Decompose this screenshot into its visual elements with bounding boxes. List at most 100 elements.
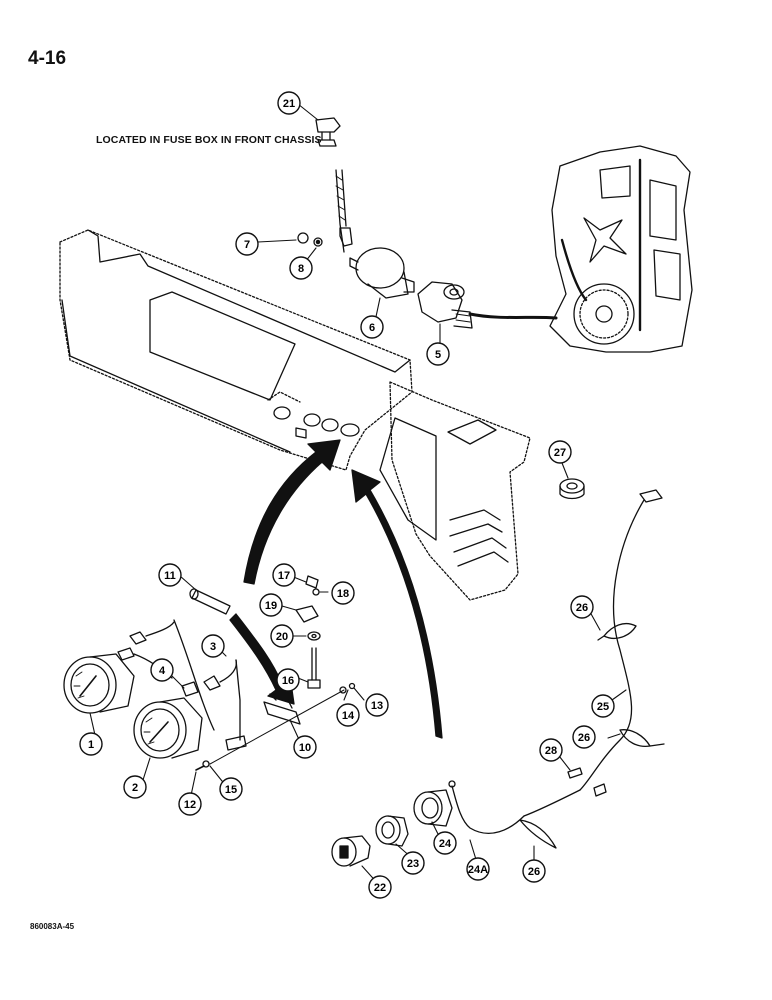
callout-circle bbox=[572, 725, 596, 749]
callout-circle bbox=[360, 315, 384, 339]
callout-number: 26 bbox=[576, 602, 588, 614]
callout-27: 27 bbox=[548, 440, 572, 464]
callout-circle bbox=[368, 875, 392, 899]
callout-15: 15 bbox=[219, 777, 243, 801]
callout-4: 4 bbox=[150, 658, 174, 682]
callout-25: 25 bbox=[591, 694, 615, 718]
callout-circle bbox=[150, 658, 174, 682]
callout-17: 17 bbox=[272, 563, 296, 587]
callout-number: 3 bbox=[210, 641, 216, 653]
callout-2: 2 bbox=[123, 775, 147, 799]
callout-circle bbox=[272, 563, 296, 587]
callout-19: 19 bbox=[259, 593, 283, 617]
callout-circle bbox=[591, 694, 615, 718]
clip-hardware bbox=[295, 575, 321, 689]
callout-circle bbox=[426, 342, 450, 366]
callout-circle bbox=[293, 735, 317, 759]
callout-number: 6 bbox=[369, 322, 375, 334]
callout-11: 11 bbox=[158, 563, 182, 587]
gauge-1 bbox=[63, 653, 135, 714]
cigar-lighter bbox=[331, 789, 453, 867]
callout-7: 7 bbox=[235, 232, 259, 256]
callout-20: 20 bbox=[270, 624, 294, 648]
callout-number: 14 bbox=[342, 710, 355, 722]
callout-number: 7 bbox=[244, 239, 250, 251]
callout-number: 21 bbox=[283, 98, 295, 110]
callout-number: 23 bbox=[407, 858, 419, 870]
grommet bbox=[559, 478, 585, 500]
callout-number: 24A bbox=[468, 864, 488, 876]
callout-number: 15 bbox=[225, 784, 237, 796]
callout-1: 1 bbox=[79, 732, 103, 756]
callout-14: 14 bbox=[336, 703, 360, 727]
callout-24: 24 bbox=[433, 831, 457, 855]
callout-circle bbox=[331, 581, 355, 605]
callout-circle bbox=[270, 624, 294, 648]
callout-circle bbox=[259, 593, 283, 617]
callout-circle bbox=[365, 693, 389, 717]
fuse-location-note: LOCATED IN FUSE BOX IN FRONT CHASSIS bbox=[96, 134, 322, 146]
callout-23: 23 bbox=[401, 851, 425, 875]
callout-circle bbox=[289, 256, 313, 280]
lamp-lens-tube bbox=[189, 588, 231, 615]
callout-circle bbox=[219, 777, 243, 801]
fuse-part bbox=[315, 117, 341, 147]
callout-13: 13 bbox=[365, 693, 389, 717]
callout-number: 26 bbox=[578, 732, 590, 744]
callout-number: 11 bbox=[164, 570, 176, 582]
callout-circle bbox=[401, 851, 425, 875]
mounting-bracket bbox=[195, 682, 356, 771]
callout-24a: 24A bbox=[466, 857, 490, 881]
callout-circle bbox=[276, 668, 300, 692]
tee-fitting bbox=[417, 281, 558, 329]
callout-circle bbox=[79, 732, 103, 756]
callout-12: 12 bbox=[178, 792, 202, 816]
gauge-2 bbox=[133, 697, 203, 759]
callout-number: 2 bbox=[132, 782, 138, 794]
callout-26: 26 bbox=[572, 725, 596, 749]
callout-number: 17 bbox=[278, 570, 290, 582]
callout-5: 5 bbox=[426, 342, 450, 366]
bulb-sockets-and-wires bbox=[117, 619, 247, 751]
callout-number: 5 bbox=[435, 349, 441, 361]
callout-28: 28 bbox=[539, 738, 563, 762]
callout-number: 22 bbox=[374, 882, 386, 894]
wiring-harness bbox=[448, 489, 665, 849]
callout-number: 4 bbox=[159, 665, 166, 677]
callout-22: 22 bbox=[368, 875, 392, 899]
callout-18: 18 bbox=[331, 581, 355, 605]
callout-number: 27 bbox=[554, 447, 566, 459]
callout-number: 20 bbox=[276, 631, 288, 643]
callout-16: 16 bbox=[276, 668, 300, 692]
callout-number: 1 bbox=[88, 739, 94, 751]
callout-number: 24 bbox=[439, 838, 452, 850]
page-number: 4-16 bbox=[28, 48, 67, 69]
callout-circle bbox=[201, 634, 225, 658]
callout-circle bbox=[522, 859, 546, 883]
callout-circle bbox=[235, 232, 259, 256]
callout-number: 25 bbox=[597, 701, 609, 713]
callout-number: 16 bbox=[282, 675, 294, 687]
callout-10: 10 bbox=[293, 735, 317, 759]
callout-circle bbox=[433, 831, 457, 855]
callout-number: 8 bbox=[298, 263, 304, 275]
callout-number: 28 bbox=[545, 745, 557, 757]
callout-6: 6 bbox=[360, 315, 384, 339]
callout-circle bbox=[539, 738, 563, 762]
callout-number: 26 bbox=[528, 866, 540, 878]
pressure-sender-assembly bbox=[297, 169, 415, 299]
callout-circle bbox=[548, 440, 572, 464]
callout-circle bbox=[336, 703, 360, 727]
engine-sketch bbox=[549, 145, 693, 353]
callout-21: 21 bbox=[277, 91, 301, 115]
callout-26: 26 bbox=[570, 595, 594, 619]
callout-circle bbox=[466, 857, 490, 881]
callout-26: 26 bbox=[522, 859, 546, 883]
document-code: 860083A-45 bbox=[30, 922, 75, 931]
callout-number: 19 bbox=[265, 600, 277, 612]
callout-8: 8 bbox=[289, 256, 313, 280]
callout-circle bbox=[570, 595, 594, 619]
callout-circle bbox=[158, 563, 182, 587]
